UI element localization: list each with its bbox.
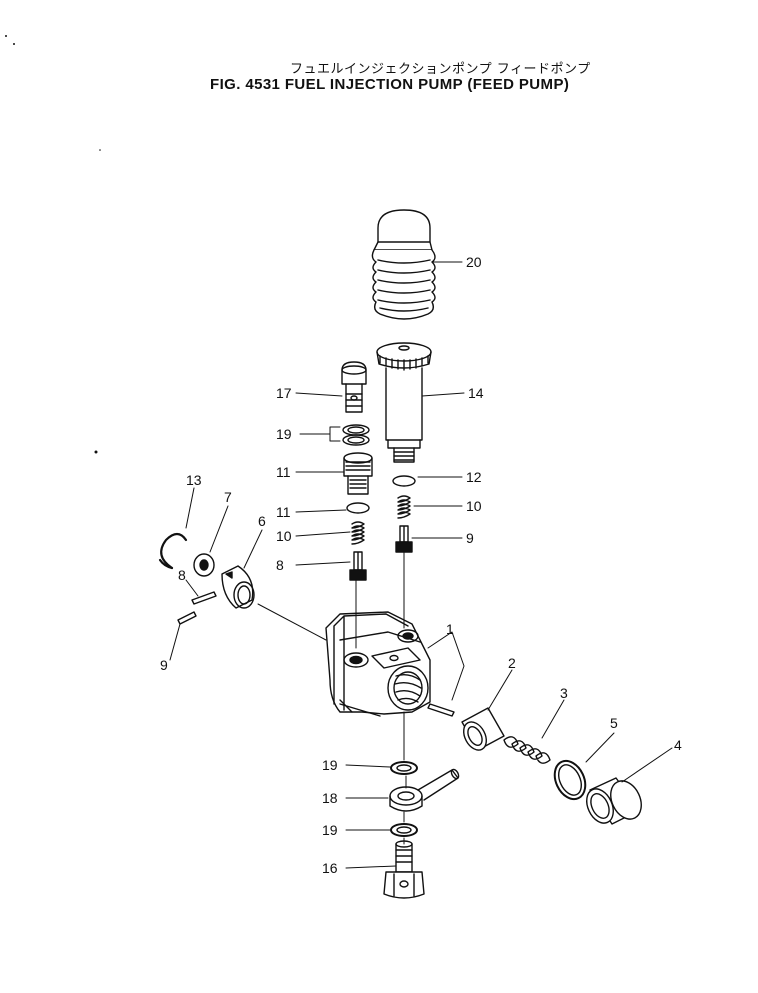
- part-13-o-ring-right: [392, 475, 416, 487]
- assembly-lines: [257, 551, 407, 845]
- callout-8: 8: [178, 567, 186, 583]
- callout-18: 18: [322, 790, 338, 806]
- part-10-valve-right: [395, 525, 413, 553]
- callout-16: 16: [322, 860, 338, 876]
- part-13-o-ring-left: [346, 502, 370, 514]
- callout-14: 13: [186, 472, 202, 488]
- callout-17: 17: [276, 385, 292, 401]
- callout-numbers: 20 14 17 19 11 11 10 8 12 10 9 13 7 6 8 …: [160, 254, 682, 876]
- callout-4: 4: [674, 737, 682, 753]
- part-2-cylinder: [461, 707, 505, 751]
- part-12-adapter: [343, 452, 373, 495]
- figure-title: FIG. 4531 FUEL INJECTION PUMP (FEED PUMP…: [210, 76, 570, 93]
- part-1-plunger-pin: [427, 703, 455, 717]
- part-16-banjo-bolt: [383, 840, 425, 899]
- part-19-gasket-pair: [342, 424, 370, 446]
- title-japanese: フュエルインジェクションポンプ フィードポンプ: [290, 62, 591, 77]
- part-11-spring-left: [351, 521, 365, 545]
- callout-10-left: 8: [276, 557, 284, 573]
- callout-20: 20: [466, 254, 482, 270]
- part-14-snap-ring: [160, 532, 188, 570]
- part-17-eye-bolt: [341, 361, 367, 413]
- callout-13-right: 12: [466, 469, 482, 485]
- callout-11-right: 10: [466, 498, 482, 514]
- callout-19-upper: 19: [276, 426, 292, 442]
- part-9-pin: [177, 611, 197, 625]
- callout-15: 14: [468, 385, 484, 401]
- callout-2: 2: [508, 655, 516, 671]
- callout-19-lower-a: 19: [322, 757, 338, 773]
- part-19-gasket-lower-b: [390, 823, 418, 837]
- callout-12: 11: [276, 464, 291, 480]
- part-15-priming-pump: [376, 342, 432, 463]
- callout-3: 3: [560, 685, 568, 701]
- part-19-gasket-lower-a: [390, 761, 418, 775]
- part-6-tappet: [221, 565, 255, 609]
- part-5-gasket: [553, 759, 587, 801]
- part-8-pin: [191, 591, 217, 605]
- part-18-banjo-fitting: [389, 768, 460, 812]
- callout-7: 7: [224, 489, 232, 505]
- part-3-spring: [503, 736, 551, 764]
- callout-6: 6: [258, 513, 266, 529]
- leader-lines: [169, 261, 673, 869]
- part-10-valve-left: [349, 551, 367, 581]
- part-20-boot: [371, 209, 436, 320]
- part-7-ring: [193, 553, 215, 577]
- callout-19-lower-b: 19: [322, 822, 338, 838]
- part-4-plug: [586, 777, 642, 825]
- part-1-pump-body: [325, 611, 431, 717]
- callout-5: 5: [610, 715, 618, 731]
- scan-specks: [5, 35, 101, 454]
- callout-13-left: 11: [276, 504, 291, 520]
- part-11-spring-right: [397, 495, 411, 519]
- callout-11-left: 10: [276, 528, 292, 544]
- callout-10-right: 9: [466, 530, 474, 546]
- callout-1: 1: [446, 621, 454, 637]
- callout-9: 9: [160, 657, 168, 673]
